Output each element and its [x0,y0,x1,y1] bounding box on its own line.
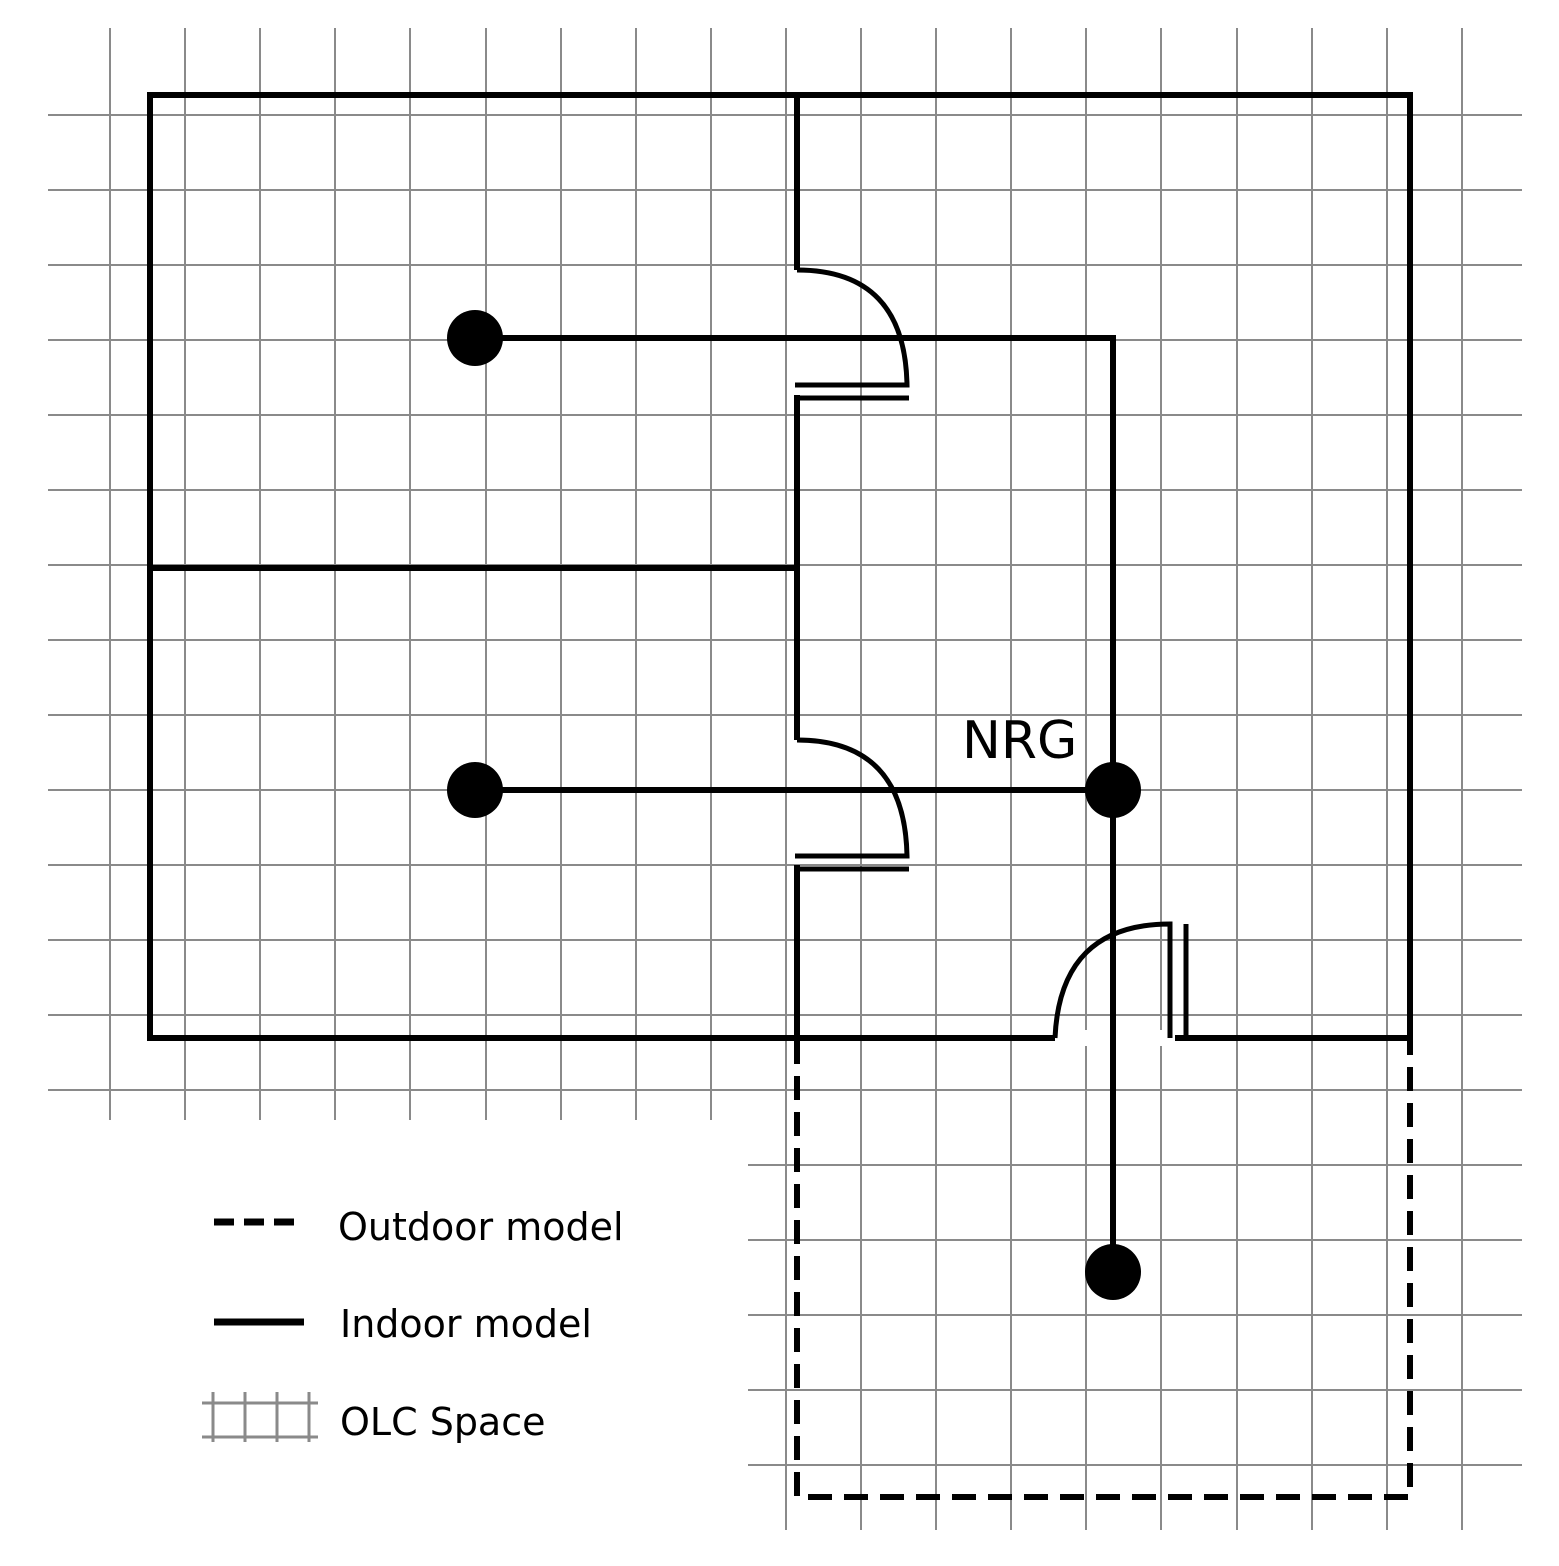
nrg-edge-upper [475,335,1116,790]
outdoor-model-boundary [794,1040,1413,1500]
nrg-node-outdoor [1085,1244,1141,1300]
legend-outdoor-label: Outdoor model [338,1205,624,1249]
legend-olc-swatch [202,1392,318,1442]
door-middle [795,737,910,872]
legend-indoor-label: Indoor model [340,1302,592,1346]
nrg-nodes [447,310,1141,1300]
door-upper [795,267,910,401]
indoor-model-walls [147,92,1413,1041]
door-bottom [1052,921,1189,1039]
nrg-node-upper-room [447,310,503,366]
legend-olc-label: OLC Space [340,1400,546,1444]
nrg-node-lower-room [447,762,503,818]
nrg-node-corridor [1085,762,1141,818]
nrg-edges [475,335,1116,1272]
nrg-label: NRG [962,711,1077,771]
legend: Outdoor model Indoor model OLC Space [202,1205,624,1444]
olc-space-grid [48,28,1522,1530]
